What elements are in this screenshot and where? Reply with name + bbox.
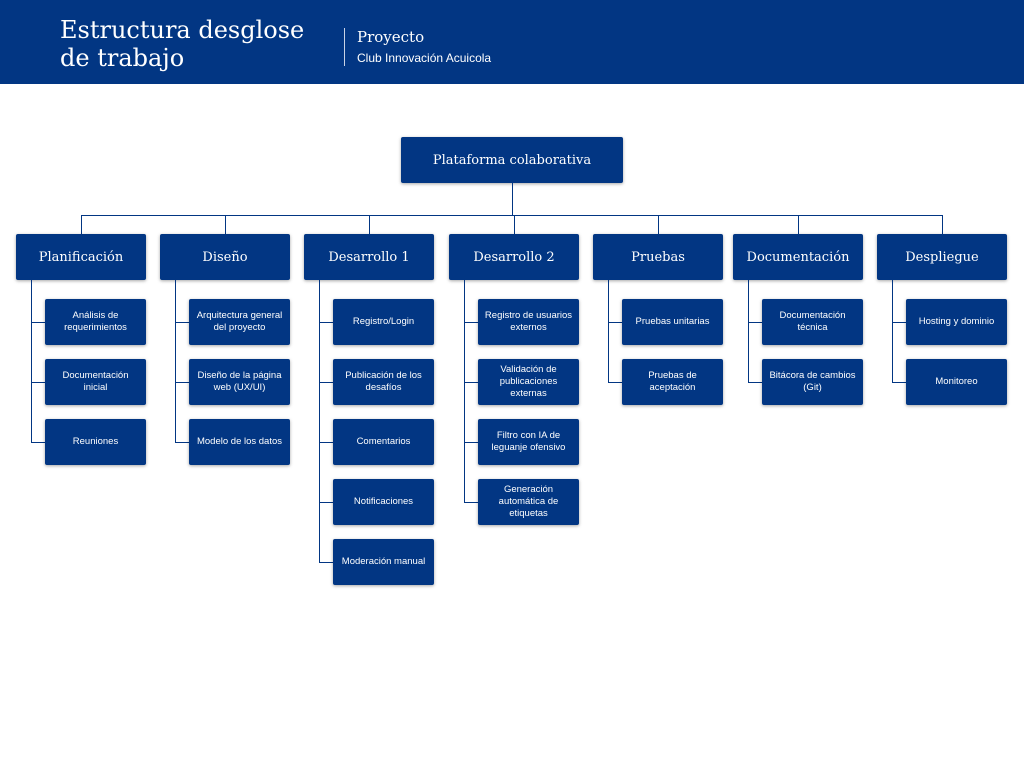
wbs-branch-node: Despliegue <box>877 234 1007 280</box>
wbs-task-node: Moderación manual <box>333 539 434 585</box>
wbs-task-node: Arquitectura general del proyecto <box>189 299 290 345</box>
wbs-task-node: Registro/Login <box>333 299 434 345</box>
connector-line <box>319 382 333 383</box>
connector-line <box>175 280 176 442</box>
connector-line <box>175 322 189 323</box>
wbs-branch-node: Pruebas <box>593 234 723 280</box>
connector-line <box>80 215 82 234</box>
connector-line <box>513 215 515 234</box>
wbs-task-node: Pruebas unitarias <box>622 299 723 345</box>
wbs-task-node: Bitácora de cambios (Git) <box>762 359 863 405</box>
connector-line <box>892 322 906 323</box>
wbs-task-node: Filtro con IA de leguanje ofensivo <box>478 419 579 465</box>
connector-line <box>224 215 226 234</box>
wbs-task-node: Documentación inicial <box>45 359 146 405</box>
connector-line <box>941 215 943 234</box>
connector-line <box>319 322 333 323</box>
wbs-task-node: Monitoreo <box>906 359 1007 405</box>
wbs-task-node: Notificaciones <box>333 479 434 525</box>
connector-line <box>892 382 906 383</box>
connector-line <box>81 215 943 216</box>
header-divider <box>344 28 345 66</box>
wbs-task-node: Generación automática de etiquetas <box>478 479 579 525</box>
connector-line <box>464 382 478 383</box>
wbs-branch-node: Desarrollo 2 <box>449 234 579 280</box>
connector-line <box>175 442 189 443</box>
connector-line <box>892 280 893 382</box>
connector-line <box>797 215 799 234</box>
wbs-task-node: Validación de publicaciones externas <box>478 359 579 405</box>
connector-line <box>748 382 762 383</box>
wbs-branch-node: Diseño <box>160 234 290 280</box>
wbs-task-node: Diseño de la página web (UX/UI) <box>189 359 290 405</box>
connector-line <box>319 280 320 562</box>
wbs-task-node: Hosting y dominio <box>906 299 1007 345</box>
header-bar: Estructura desglose de trabajo Proyecto … <box>0 0 1024 84</box>
connector-line <box>464 280 465 502</box>
connector-line <box>464 442 478 443</box>
wbs-task-node: Publicación de los desafíos <box>333 359 434 405</box>
connector-line <box>175 382 189 383</box>
connector-line <box>31 322 45 323</box>
connector-line <box>608 322 622 323</box>
connector-line <box>31 382 45 383</box>
wbs-branch-node: Documentación <box>733 234 863 280</box>
wbs-task-node: Modelo de los datos <box>189 419 290 465</box>
project-name: Club Innovación Acuicola <box>357 51 492 65</box>
connector-line <box>748 280 749 382</box>
wbs-root-node: Plataforma colaborativa <box>401 137 623 183</box>
connector-line <box>319 502 333 503</box>
wbs-branch-node: Desarrollo 1 <box>304 234 434 280</box>
wbs-task-node: Registro de usuarios externos <box>478 299 579 345</box>
connector-line <box>31 442 45 443</box>
connector-line <box>748 322 762 323</box>
wbs-task-node: Reuniones <box>45 419 146 465</box>
wbs-task-node: Documentación técnica <box>762 299 863 345</box>
connector-line <box>31 280 32 442</box>
connector-line <box>511 183 513 215</box>
wbs-branch-node: Planificación <box>16 234 146 280</box>
connector-line <box>319 442 333 443</box>
connector-line <box>657 215 659 234</box>
wbs-task-node: Pruebas de aceptación <box>622 359 723 405</box>
connector-line <box>319 562 333 563</box>
connector-line <box>464 322 478 323</box>
wbs-task-node: Comentarios <box>333 419 434 465</box>
connector-line <box>608 382 622 383</box>
page-title: Estructura desglose de trabajo <box>60 16 305 72</box>
project-label: Proyecto <box>357 28 425 46</box>
connector-line <box>368 215 370 234</box>
connector-line <box>464 502 478 503</box>
wbs-task-node: Análisis de requerimientos <box>45 299 146 345</box>
connector-line <box>608 280 609 382</box>
